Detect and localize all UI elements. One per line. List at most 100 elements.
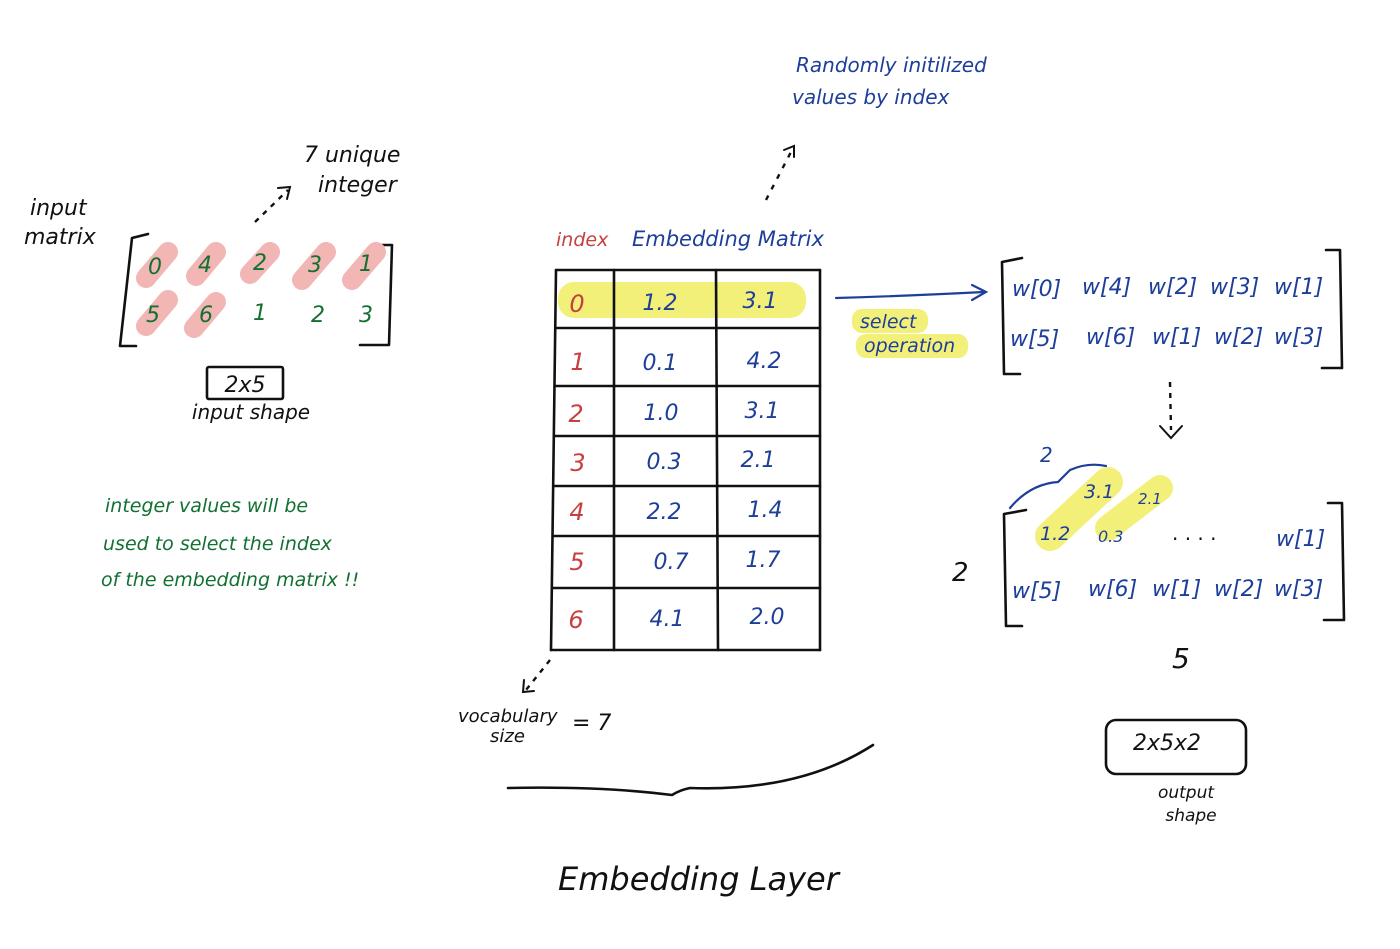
embedding-cell: 3.1 <box>743 289 778 314</box>
output-depth-brace <box>1008 463 1108 510</box>
output-left-bracket <box>1002 508 1028 628</box>
selected-cell: w[2] <box>1148 275 1197 300</box>
unique-label-line2: integer <box>318 173 399 198</box>
embedding-cell: 1.0 <box>644 401 679 426</box>
output-shape-label-line1: output <box>1158 783 1215 803</box>
output-ellipsis: . . . . <box>1172 521 1217 545</box>
vocab-label-line1: vocabulary <box>458 706 558 727</box>
selected-cell: w[6] <box>1086 325 1135 350</box>
selected-cell: w[5] <box>1010 327 1059 352</box>
select-arrow-head <box>970 283 989 302</box>
select-label-line2: operation <box>864 335 955 357</box>
selected-cell: w[1] <box>1152 325 1201 350</box>
embedding-cell: 2.0 <box>750 605 785 630</box>
embedding-column-2: 3.1 4.2 3.1 2.1 1.4 1.7 2.0 <box>741 289 785 630</box>
embedding-cell: 2.2 <box>647 500 682 525</box>
index-cell: 0 <box>569 290 584 318</box>
output-value: 2.1 <box>1138 490 1162 508</box>
output-cell: w[5] <box>1012 579 1061 604</box>
selected-row-2: w[5] w[6] w[1] w[2] w[3] <box>1010 325 1323 352</box>
index-cell: 1 <box>570 348 585 376</box>
index-cell: 3 <box>570 449 585 477</box>
embedding-cell: 0.1 <box>643 351 678 376</box>
input-value: 2 <box>253 251 267 276</box>
embedding-table-grid <box>549 268 822 652</box>
output-row-2: w[5] w[6] w[1] w[2] w[3] <box>1012 577 1323 604</box>
selected-cell: w[3] <box>1210 275 1259 300</box>
vocab-arrow-head <box>521 679 535 694</box>
input-value: 6 <box>199 303 213 328</box>
select-highlight-2 <box>856 334 968 358</box>
output-value: 1.2 <box>1040 523 1070 545</box>
output-highlight-2 <box>1095 475 1173 541</box>
input-shape: 2x5 <box>224 373 265 398</box>
output-shape: 2x5x2 <box>1133 731 1201 756</box>
note-line2: used to select the index <box>103 533 333 555</box>
embedding-cell: 0.3 <box>647 450 682 475</box>
vocab-label-line2: size <box>490 726 525 747</box>
input-left-bracket <box>118 232 150 348</box>
first-row-highlight <box>558 282 806 318</box>
output-dashed-arrow <box>1168 381 1173 431</box>
output-cols-label: 5 <box>1172 642 1190 675</box>
output-value: 3.1 <box>1084 481 1114 503</box>
input-matrix-label-line2: matrix <box>24 225 97 250</box>
input-value: 5 <box>146 303 160 328</box>
select-arrow <box>834 290 986 300</box>
input-row-1: 0 4 2 3 1 <box>148 251 373 280</box>
output-shape-label-line2: shape <box>1165 806 1216 826</box>
note-line3: of the embedding matrix !! <box>101 569 359 591</box>
unique-arrow-head <box>277 185 292 200</box>
random-note-line2: values by index <box>792 85 950 109</box>
input-value: 3 <box>308 253 322 278</box>
output-arrow-head <box>1159 425 1183 440</box>
output-rows-label: 2 <box>952 558 969 588</box>
selected-cell: w[4] <box>1082 275 1131 300</box>
index-cell: 2 <box>568 400 583 428</box>
input-value: 3 <box>359 303 373 328</box>
vocab-dashed-arrow <box>525 659 551 691</box>
input-value: 2 <box>311 303 325 328</box>
embedding-cell: 1.2 <box>643 291 678 316</box>
embedding-cell: 3.1 <box>745 399 780 424</box>
output-shape-box <box>1104 718 1248 776</box>
embedding-index-column: 0 1 2 3 4 5 6 <box>568 290 585 634</box>
embedding-matrix-header: Embedding Matrix <box>632 227 824 251</box>
input-row-2: 5 6 1 2 3 <box>146 301 373 328</box>
input-shape-label: input shape <box>192 400 310 424</box>
random-dashed-arrow <box>764 149 794 201</box>
output-cell: w[6] <box>1088 577 1137 602</box>
embedding-cell: 1.7 <box>746 548 781 573</box>
note-line1: integer values will be <box>105 495 308 517</box>
embedding-cell: 4.1 <box>650 607 685 632</box>
integer-note: integer values will be used to select th… <box>101 495 359 591</box>
embedding-cell: 1.4 <box>748 498 783 523</box>
output-value: 0.3 <box>1098 527 1123 546</box>
random-arrow-head <box>783 144 795 158</box>
input-value: 0 <box>148 255 162 280</box>
input-value: 4 <box>198 253 212 278</box>
selected-row-1: w[0] w[4] w[2] w[3] w[1] <box>1012 275 1323 302</box>
input-value: 1 <box>253 301 267 326</box>
output-cell: w[3] <box>1274 577 1323 602</box>
selected-cell: w[2] <box>1214 325 1263 350</box>
embedding-cell: 4.2 <box>747 349 782 374</box>
selected-cell: w[3] <box>1274 325 1323 350</box>
input-value: 1 <box>359 252 373 277</box>
embedding-layer-brace <box>506 743 875 797</box>
input-highlights <box>136 242 386 338</box>
output-cell: w[1] <box>1152 577 1201 602</box>
unique-dashed-arrow <box>254 189 289 223</box>
unique-label-line1: 7 unique <box>304 143 400 168</box>
select-highlight-1 <box>852 309 928 333</box>
selected-cell: w[0] <box>1012 277 1061 302</box>
input-right-bracket <box>358 243 394 347</box>
embedding-cell: 0.7 <box>654 550 689 575</box>
output-right-bracket <box>1322 501 1346 622</box>
selected-cell: w[1] <box>1274 275 1323 300</box>
input-shape-box <box>205 365 285 401</box>
output-highlight-1 <box>1035 467 1123 551</box>
input-matrix-label-line1: input <box>30 196 88 221</box>
index-cell: 5 <box>569 548 584 576</box>
